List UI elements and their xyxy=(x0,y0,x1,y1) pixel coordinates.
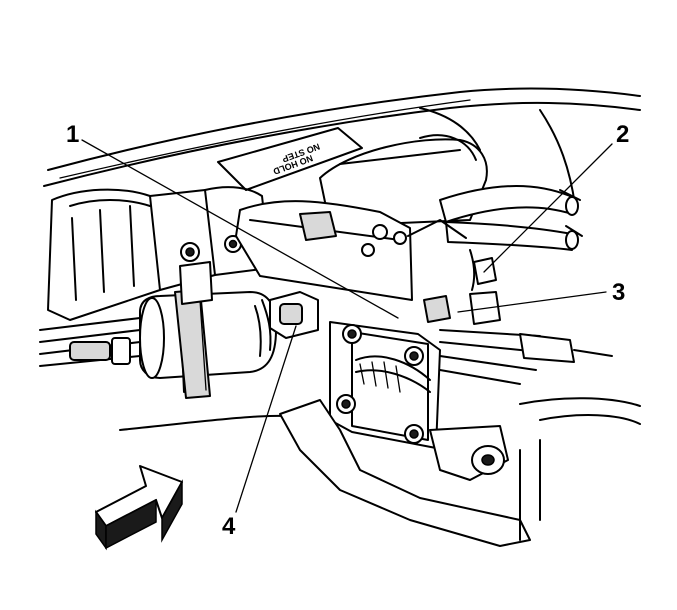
clip xyxy=(469,249,497,291)
fuel-filter xyxy=(139,261,277,399)
callout-3: 3 xyxy=(612,279,625,306)
direction-arrow-icon xyxy=(95,465,183,551)
lower-crossmember xyxy=(119,397,641,547)
callout-4: 4 xyxy=(222,513,236,540)
harness-connector xyxy=(254,291,319,357)
hoses-right xyxy=(439,185,583,251)
hood-panel xyxy=(43,87,641,206)
bracket-cluster xyxy=(235,200,467,301)
brake-lines-left xyxy=(39,317,141,367)
leader-lines xyxy=(81,139,613,513)
wire-bundle xyxy=(423,291,613,385)
callout-2: 2 xyxy=(616,121,629,148)
callout-1: 1 xyxy=(66,121,79,148)
control-module xyxy=(329,321,441,449)
left-frame-rail xyxy=(47,186,271,321)
